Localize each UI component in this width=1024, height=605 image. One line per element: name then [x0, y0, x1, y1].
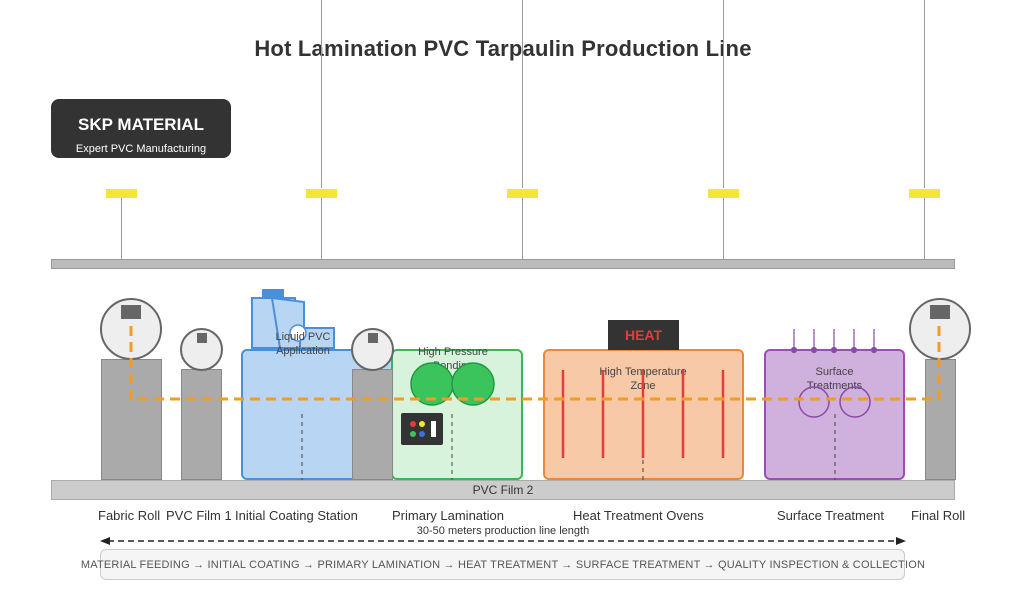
surface-roller	[798, 386, 830, 418]
roller-icon	[180, 328, 223, 371]
brand-name: SKP MATERIAL	[78, 115, 204, 134]
arrow-head-left	[100, 537, 110, 545]
process-flow-text: MATERIAL FEEDING → INITIAL COATING → PRI…	[80, 559, 926, 571]
ceiling-cable	[321, 0, 322, 188]
light-drop	[723, 198, 724, 259]
ceiling-light-icon	[708, 189, 739, 198]
station-name-heat-treatment: Heat Treatment Ovens	[573, 508, 704, 523]
spray-nozzles	[790, 329, 878, 354]
ceiling-cable	[723, 0, 724, 188]
final-roll-stand	[925, 359, 956, 480]
station-name-fabric-roll: Fabric Roll	[98, 508, 161, 523]
overhead-rail	[51, 259, 955, 269]
station-name-initial-coating: Initial Coating Station	[235, 508, 358, 523]
station-name-pvc-film-1: PVC Film 1	[166, 508, 232, 523]
tank-funnel	[270, 296, 335, 349]
roller-hub	[930, 305, 950, 319]
station-name-primary-lamination: Primary Lamination	[392, 508, 504, 523]
line-length-label: 30-50 meters production line length	[416, 525, 590, 537]
light-drop	[924, 198, 925, 259]
brand-tagline: Expert PVC Manufacturing	[75, 143, 207, 155]
floor-label: PVC Film 2	[472, 483, 534, 497]
roller-hub	[368, 333, 378, 343]
material-flow-path	[129, 326, 941, 401]
tank-lid	[262, 289, 284, 298]
ceiling-light-icon	[507, 189, 538, 198]
ceiling-cable	[522, 0, 523, 188]
station-name-final-roll: Final Roll	[911, 508, 966, 523]
brand-badge: SKP MATERIAL Expert PVC Manufacturing	[51, 99, 231, 158]
arrow-head-right	[896, 537, 906, 545]
station-name-surface-treatment: Surface Treatment	[777, 508, 884, 523]
light-drop	[321, 198, 322, 259]
light-drop	[121, 198, 122, 259]
diagram-title: Hot Lamination PVC Tarpaulin Production …	[254, 36, 752, 61]
ceiling-light-icon	[909, 189, 940, 198]
lamination-roller	[451, 362, 495, 406]
surface-roller	[839, 386, 871, 418]
process-flow-box	[100, 549, 905, 580]
ceiling-cable	[924, 0, 925, 188]
pvc-film-2-stand	[352, 369, 393, 480]
ceiling-light-icon	[106, 189, 137, 198]
roller-hub	[197, 333, 207, 343]
roller-hub	[121, 305, 141, 319]
control-panel-icon	[401, 413, 443, 445]
ceiling-light-icon	[306, 189, 337, 198]
floor-conveyor	[51, 480, 955, 500]
pvc-film-1-stand	[181, 369, 222, 480]
light-drop	[522, 198, 523, 259]
heat-badge: HEAT	[608, 320, 679, 350]
